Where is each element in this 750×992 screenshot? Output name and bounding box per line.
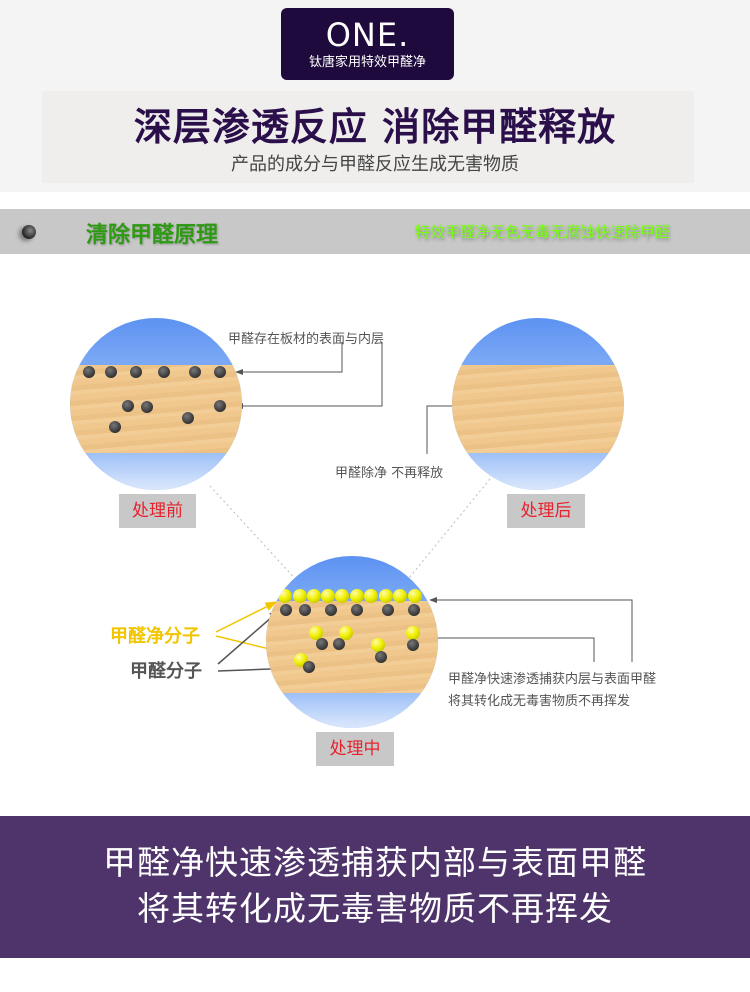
during-label: 处理中 <box>316 732 394 766</box>
during-note-line1: 甲醛净快速渗透捕获内层与表面甲醛 <box>448 672 657 687</box>
bullet-sphere-icon <box>22 225 36 239</box>
section-tagline: 特效甲醛净无色无毒无腐蚀快速除甲醛 <box>415 223 671 241</box>
badge-subtitle: 钛唐家用特效甲醛净 <box>308 55 426 70</box>
during-note-line2: 将其转化成无毒害物质不再挥发 <box>448 694 631 709</box>
after-label: 处理后 <box>507 494 585 528</box>
page-subheadline: 产品的成分与甲醛反应生成无害物质 <box>231 154 519 175</box>
headline-background <box>42 91 694 183</box>
footer-line1: 甲醛净快速渗透捕获内部与表面甲醛 <box>103 843 647 882</box>
footer-banner: 甲醛净快速渗透捕获内部与表面甲醛 将其转化成无毒害物质不再挥发 <box>0 816 750 958</box>
page-headline: 深层渗透反应 消除甲醛释放 <box>133 105 617 149</box>
section-bar <box>0 209 750 254</box>
before-circle <box>70 318 242 490</box>
before-label: 处理前 <box>119 494 196 528</box>
section-title: 清除甲醛原理 <box>86 222 219 248</box>
legend-cleaner-molecule: 甲醛净分子 <box>110 626 200 647</box>
header-section: ONE. 钛唐家用特效甲醛净 深层渗透反应 消除甲醛释放 产品的成分与甲醛反应生… <box>0 0 750 192</box>
during-circle <box>266 556 438 728</box>
after-note: 甲醛除净 不再释放 <box>335 466 444 481</box>
footer-line2: 将其转化成无毒害物质不再挥发 <box>137 889 613 928</box>
brand-badge: ONE. 钛唐家用特效甲醛净 <box>281 8 454 80</box>
after-circle <box>452 318 624 490</box>
before-note: 甲醛存在板材的表面与内层 <box>228 332 385 347</box>
formaldehyde-removal-diagram: 处理前 甲醛存在板材的表面与内层 处理后 甲醛除净 不再释放 <box>0 254 750 814</box>
legend-formaldehyde-molecule: 甲醛分子 <box>130 661 202 682</box>
badge-title: ONE. <box>325 16 410 54</box>
